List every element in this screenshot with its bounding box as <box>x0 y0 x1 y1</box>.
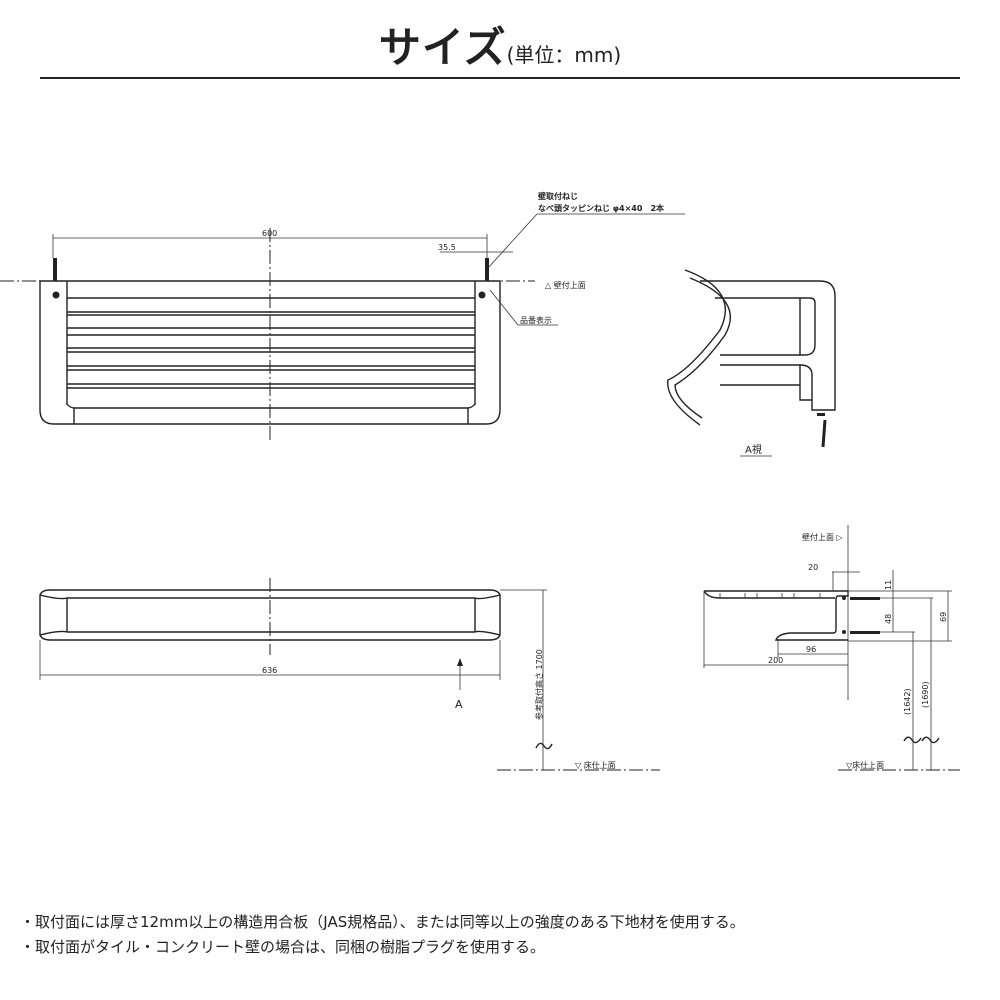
dim-636: 636 <box>262 666 277 675</box>
dim-69: 69 <box>939 612 948 622</box>
a-view: A視 <box>667 269 836 457</box>
dim-11: 11 <box>884 580 893 590</box>
side-view: 壁付上面 ▷ 20 11 48 69 96 200 (1642) (1690) … <box>703 525 960 771</box>
installation-notes: ・取付面には厚さ12mm以上の構造用合板（JAS規格品）、または同等以上の強度の… <box>20 910 745 960</box>
floor-label: ▽ 床仕上面 <box>575 760 616 770</box>
height-1700-label: 参考取付高さ 1700 <box>534 649 544 720</box>
wall-surface-label: △ 壁付上面 <box>545 280 586 290</box>
dim-1690: (1690) <box>921 681 930 708</box>
title-divider <box>40 77 960 79</box>
dim-20: 20 <box>808 563 818 572</box>
dim-35-5: 35.5 <box>438 243 456 252</box>
note-1: ・取付面には厚さ12mm以上の構造用合板（JAS規格品）、または同等以上の強度の… <box>20 913 745 931</box>
top-view: 636 参考取付高さ 1700 ▽ 床仕上面 A <box>39 578 660 771</box>
arrow-a-label: A <box>455 698 463 711</box>
side-wall-label: 壁付上面 ▷ <box>802 532 844 542</box>
screw-label-1: 壁取付ねじ <box>538 191 578 201</box>
dim-48: 48 <box>884 614 893 624</box>
dim-1642: (1642) <box>903 688 912 715</box>
title-unit: (単位：mm) <box>506 43 622 67</box>
front-view: 600 35.5 壁取付ねじ なべ頭タッピンねじ φ4×40 2本 △ 壁付上面… <box>0 191 685 442</box>
page-title: サイズ(単位：mm) <box>0 14 1000 75</box>
dim-96: 96 <box>806 645 816 654</box>
part-number-label: 品番表示 <box>520 315 552 325</box>
dim-600: 600 <box>262 229 277 238</box>
a-view-label: A視 <box>745 443 762 456</box>
title-main: サイズ <box>378 23 507 72</box>
side-floor-label: ▽床仕上面 <box>846 760 884 770</box>
screw-label-2: なべ頭タッピンねじ φ4×40 2本 <box>538 203 664 213</box>
dim-200: 200 <box>768 656 783 665</box>
note-2: ・取付面がタイル・コンクリート壁の場合は、同梱の樹脂プラグを使用する。 <box>20 938 546 956</box>
